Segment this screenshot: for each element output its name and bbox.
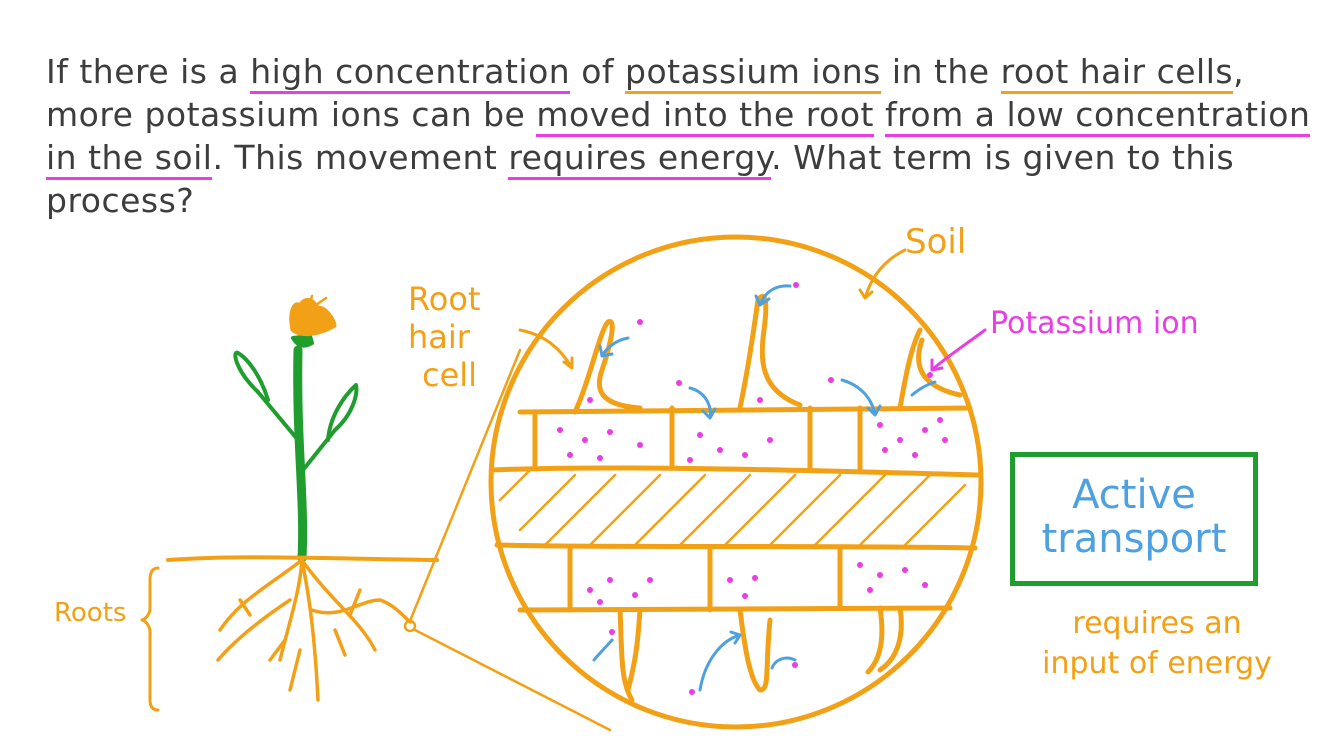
q-seg-from-low-concentration: from a low concentration in the soil xyxy=(46,95,1311,180)
q-seg: of xyxy=(570,52,625,91)
label-root-hair-cell-line3: cell xyxy=(422,356,478,394)
q-seg: , more potassium ions can be xyxy=(46,52,1245,134)
answer-note: requires an input of energy xyxy=(1022,604,1292,684)
q-seg-moved-into-root: moved into the root xyxy=(536,95,874,137)
answer-line1: Active xyxy=(1072,472,1196,518)
q-seg-potassium-ions: potassium ions xyxy=(625,52,881,94)
question-text: If there is a high concentration of pota… xyxy=(46,50,1316,222)
label-soil: Soil xyxy=(905,222,967,262)
plant-icon xyxy=(140,294,612,732)
q-seg: . This movement xyxy=(212,138,509,177)
label-roots: Roots xyxy=(54,598,127,628)
label-root-hair-cell-line1: Root xyxy=(408,280,481,318)
q-seg-requires-energy: requires energy xyxy=(508,138,772,180)
q-seg: . What term is given to this process? xyxy=(46,138,1235,220)
answer-box: Active transport xyxy=(1010,452,1258,586)
label-root-hair-cell-line2: hair xyxy=(408,318,470,356)
q-seg-high-concentration: high concentration xyxy=(250,52,571,94)
answer-note-line2: input of energy xyxy=(1042,646,1272,681)
answer-note-line1: requires an xyxy=(1072,606,1242,641)
label-root-hair-cell: Root hair cell xyxy=(408,280,481,394)
q-seg: If there is a xyxy=(46,52,251,91)
q-seg: in the xyxy=(880,52,1001,91)
label-potassium-ion: Potassium ion xyxy=(990,306,1199,341)
magnified-root-hair-view xyxy=(488,234,987,730)
q-seg-root-hair-cells: root hair cells xyxy=(1000,52,1234,94)
answer-line2: transport xyxy=(1041,516,1227,562)
